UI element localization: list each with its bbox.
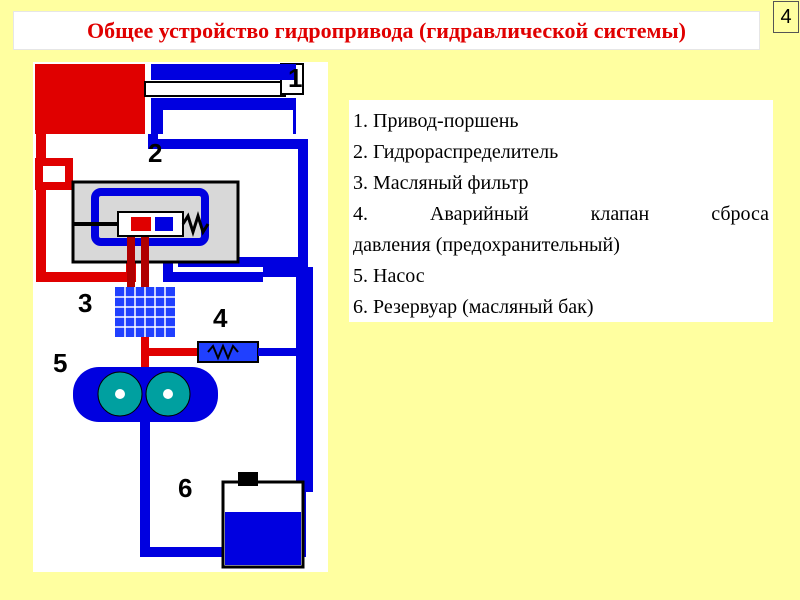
actuator-cylinder (35, 64, 145, 134)
legend-item-4: 4. Аварийный клапан сброса (353, 199, 769, 230)
return-line-down (263, 267, 313, 492)
legend-item-4-word: клапан (590, 203, 650, 225)
return-line-top (148, 134, 308, 267)
label-5: 5 (53, 348, 67, 378)
reservoir-cap (238, 472, 258, 486)
label-3: 3 (78, 288, 92, 318)
pressure-line-valve (141, 337, 198, 372)
legend-item-2: 2. Гидрораспределитель (353, 141, 559, 163)
legend-item-4-word: 4. (353, 203, 368, 225)
suction-line (140, 422, 233, 557)
label-4: 4 (213, 303, 228, 333)
actuator-white-gap (163, 110, 293, 134)
legend-item-4-continued: давления (предохранительный) (353, 234, 620, 256)
legend-item-5: 5. Насос (353, 265, 425, 287)
legend-item-6: 6. Резервуар (масляный бак) (353, 296, 594, 318)
slide-title: Общее устройство гидропривода (гидравлич… (87, 17, 686, 43)
safety-valve-spring (207, 343, 239, 361)
legend-box: 1. Привод-поршень 2. Гидрораспределитель… (349, 100, 773, 322)
pump-housing (73, 367, 218, 422)
distributor-spool-core (131, 217, 151, 231)
legend-item-4-word: Аварийный (429, 203, 529, 225)
distributor-spring (181, 210, 210, 238)
slide-number: 4 (773, 1, 799, 33)
legend-item-4-word: сброса (711, 203, 769, 225)
distributor-spool-core2 (155, 217, 173, 231)
actuator-rod (144, 81, 286, 97)
label-6: 6 (178, 473, 192, 503)
legend-item-1: 1. Привод-поршень (353, 110, 519, 132)
label-2: 2 (148, 138, 162, 168)
title-box: Общее устройство гидропривода (гидравлич… (13, 11, 760, 50)
label-1: 1 (288, 63, 302, 93)
reservoir-oil (225, 512, 301, 565)
hydraulic-diagram: 1 2 3 4 5 6 (33, 62, 328, 572)
actuator-return-chamber (151, 64, 296, 80)
distributor-channel (91, 188, 209, 246)
legend-item-3: 3. Масляный фильтр (353, 172, 529, 194)
pressure-port (35, 158, 73, 190)
